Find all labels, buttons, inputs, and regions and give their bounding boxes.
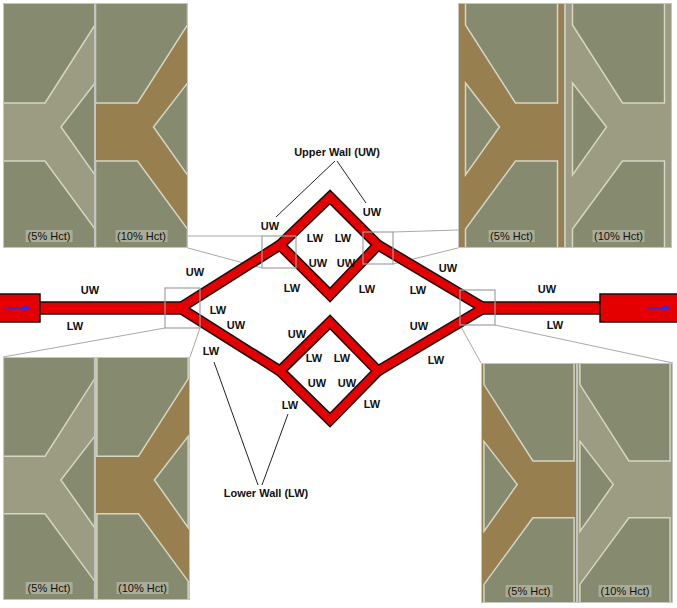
wall-label: LW (335, 232, 352, 245)
hematocrit-label: (5% Hct) (26, 230, 73, 242)
zoom-leader (3, 230, 673, 363)
micrograph (3, 3, 673, 603)
wall-label: LW (203, 345, 220, 358)
wall-label: LW (364, 398, 381, 411)
wall-label: LW (410, 284, 427, 297)
hematocrit-label: (5% Hct) (506, 585, 553, 597)
wall-label: UW (186, 266, 204, 279)
zoom-frame (165, 232, 495, 328)
channel-fill (176, 303, 186, 313)
channel-fill (478, 303, 488, 313)
wall-label: UW (337, 257, 355, 270)
wall-label: UW (288, 328, 306, 341)
wall-label: UW (81, 284, 99, 297)
channel-fill (180, 197, 484, 420)
channel-outline (180, 197, 484, 420)
wall-label: UW (439, 262, 457, 275)
wall-label: LW (334, 352, 351, 365)
wall-label: UW (363, 206, 381, 219)
wall-label: UW (227, 319, 245, 332)
micrograph-panel: (5% Hct) (458, 3, 565, 248)
micrograph-panel: (10% Hct) (95, 357, 190, 600)
micrograph-panel: (10% Hct) (95, 3, 188, 248)
channel-inlet-outlet (0, 294, 677, 322)
wall-label: UW (308, 377, 326, 390)
hematocrit-label: (10% Hct) (116, 582, 169, 594)
annotation-leader (214, 161, 366, 485)
hematocrit-label: (5% Hct) (488, 230, 535, 242)
micrograph-panel: (5% Hct) (481, 363, 577, 603)
micrograph-panel: (10% Hct) (565, 3, 672, 248)
wall-label: LW (67, 320, 84, 333)
micrograph-panel: (5% Hct) (3, 3, 95, 248)
wall-label: LW (307, 232, 324, 245)
wall-label: LW (428, 354, 445, 367)
wall-label: LW (284, 282, 301, 295)
micrograph-panel: (10% Hct) (577, 363, 673, 603)
wall-label: UW (410, 320, 428, 333)
wall-label: LW (282, 399, 299, 412)
wall-legend-label: Lower Wall (LW) (224, 487, 309, 500)
micrograph-panel: (5% Hct) (3, 357, 95, 600)
wall-label: UW (309, 257, 327, 270)
wall-label: UW (338, 377, 356, 390)
wall-label: LW (359, 283, 376, 296)
wall-label: LW (547, 319, 564, 332)
wall-label: UW (538, 283, 556, 296)
hematocrit-label: (10% Hct) (599, 585, 652, 597)
wall-label: LW (306, 352, 323, 365)
wall-legend-label: Upper Wall (UW) (294, 146, 380, 159)
wall-label: LW (210, 304, 227, 317)
hematocrit-label: (5% Hct) (26, 582, 73, 594)
wall-label: UW (261, 220, 279, 233)
hematocrit-label: (10% Hct) (592, 230, 645, 242)
flow-arrow (6, 305, 671, 311)
hematocrit-label: (10% Hct) (115, 230, 168, 242)
